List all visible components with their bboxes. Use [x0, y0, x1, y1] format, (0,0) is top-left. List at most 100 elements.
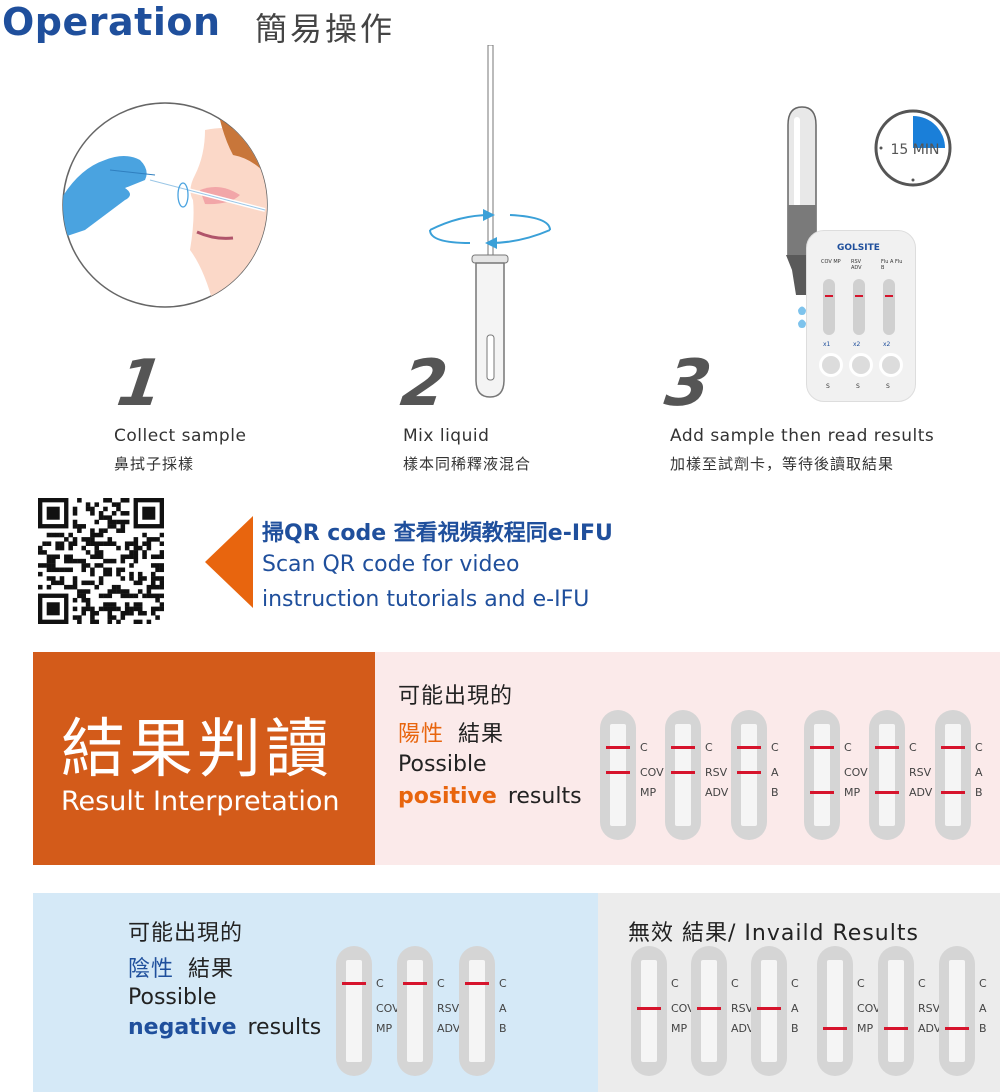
positive-kind-en: positive: [398, 784, 497, 809]
page-title-zh: 簡易操作: [255, 10, 396, 48]
strip-label: C: [437, 977, 445, 990]
test-strip: [336, 946, 372, 1076]
strip-label: COV: [640, 766, 664, 779]
card-window-1: [823, 279, 835, 335]
qr-description-line-2: instruction tutorials and e-IFU: [262, 587, 590, 612]
negative-results-panel: 可能出現的 陰性 結果 Possible negative results: [33, 893, 598, 1092]
strip-label: B: [771, 786, 779, 799]
strip-label: B: [499, 1022, 507, 1035]
strip-label: A: [771, 766, 779, 779]
positive-kind-en-row: positive results: [398, 784, 582, 809]
timer-label: 15 MIN: [890, 142, 940, 158]
strip-label: B: [975, 786, 983, 799]
positive-kind-row: 陽性 結果: [398, 716, 504, 748]
qr-description-line-1: Scan QR code for video: [262, 552, 520, 577]
test-strip: [459, 946, 495, 1076]
step-1-caption-en: Collect sample: [114, 426, 247, 446]
strip-label: C: [857, 977, 865, 990]
test-strip: [731, 710, 767, 840]
card-col-1: COV MP: [821, 259, 841, 265]
sample-well-2: [849, 353, 873, 377]
strip-label: ADV: [918, 1022, 942, 1035]
test-strip: [804, 710, 840, 840]
strip-label: RSV: [731, 1002, 754, 1015]
step-3-caption-en: Add sample then read results: [670, 426, 935, 446]
strip-label: C: [918, 977, 926, 990]
strip-label: COV: [671, 1002, 695, 1015]
qr-description: Scan QR code for video instruction tutor…: [262, 547, 762, 617]
qr-code[interactable]: [38, 498, 165, 625]
control-line: [465, 982, 489, 985]
qr-title-zh: 掃QR code 查看視頻教程同e-IFU: [262, 521, 613, 546]
strip-label: A: [499, 1002, 507, 1015]
negative-possible-en: Possible: [128, 985, 217, 1010]
card-window-2: [853, 279, 865, 335]
strip-label: COV: [844, 766, 868, 779]
positive-possible-zh: 可能出現的: [398, 684, 514, 709]
test-line: [810, 791, 834, 794]
strip-label: MP: [376, 1022, 393, 1035]
sample-well-3: [879, 353, 903, 377]
strip-label: MP: [671, 1022, 688, 1035]
test-line: [606, 771, 630, 774]
strip-label: C: [376, 977, 384, 990]
result-interpretation-box: 結果判讀 Result Interpretation: [33, 652, 375, 865]
strip-label: ADV: [705, 786, 729, 799]
strip-label: MP: [844, 786, 861, 799]
test-strip: [665, 710, 701, 840]
strip-label: C: [791, 977, 799, 990]
card-s-2: S: [856, 383, 860, 390]
card-col-3: Flu A Flu B: [881, 259, 903, 271]
strip-label: RSV: [918, 1002, 941, 1015]
card-window-3: [883, 279, 895, 335]
test-card: GOLSITE COV MP RSV ADV Flu A Flu B x1 x2…: [806, 230, 916, 402]
strip-label: C: [731, 977, 739, 990]
test-line: [671, 771, 695, 774]
sample-well-1: [819, 353, 843, 377]
control-line: [737, 746, 761, 749]
collect-sample-illustration: [55, 100, 275, 310]
negative-kind-en: negative: [128, 1015, 237, 1040]
test-strip: [939, 946, 975, 1076]
strip-label: COV: [376, 1002, 400, 1015]
strip-label: COV: [857, 1002, 881, 1015]
strip-label: B: [791, 1022, 799, 1035]
test-strip: [869, 710, 905, 840]
control-line: [606, 746, 630, 749]
negative-kind-en-row: negative results: [128, 1015, 321, 1040]
strip-label: RSV: [909, 766, 932, 779]
strip-label: C: [640, 741, 648, 754]
strip-label: A: [975, 766, 983, 779]
strip-label: MP: [640, 786, 657, 799]
step-1-caption-zh: 鼻拭子採樣: [114, 455, 195, 473]
card-col-2: RSV ADV: [851, 259, 862, 271]
strip-label: ADV: [731, 1022, 755, 1035]
strip-label: C: [771, 741, 779, 754]
negative-results-en: results: [247, 1015, 322, 1040]
strip-label: C: [499, 977, 507, 990]
result-interpretation-zh: 結果判讀: [61, 713, 333, 787]
positive-kind-zh: 陽性: [398, 722, 445, 747]
control-line: [403, 982, 427, 985]
step-3-number: 3: [660, 347, 716, 421]
strip-label: C: [844, 741, 852, 754]
invalid-title: 無效 結果/ Invaild Results: [628, 921, 919, 946]
strip-label: RSV: [437, 1002, 460, 1015]
negative-kind-zh: 陰性: [128, 957, 175, 982]
test-strip: [751, 946, 787, 1076]
test-strip: [397, 946, 433, 1076]
step-3-caption-zh: 加樣至試劑卡，等待後讀取結果: [670, 455, 895, 473]
card-drop-3: x2: [883, 341, 891, 348]
page-title: Operation: [2, 0, 221, 44]
strip-label: ADV: [909, 786, 933, 799]
positive-possible-en: Possible: [398, 752, 487, 777]
card-s-1: S: [826, 383, 830, 390]
arrow-left-icon: [205, 516, 253, 608]
test-strip: [631, 946, 667, 1076]
card-drop-2: x2: [853, 341, 861, 348]
test-line: [823, 1027, 847, 1030]
test-line: [697, 1007, 721, 1010]
control-line: [342, 982, 366, 985]
test-line: [737, 771, 761, 774]
strip-label: C: [979, 977, 987, 990]
